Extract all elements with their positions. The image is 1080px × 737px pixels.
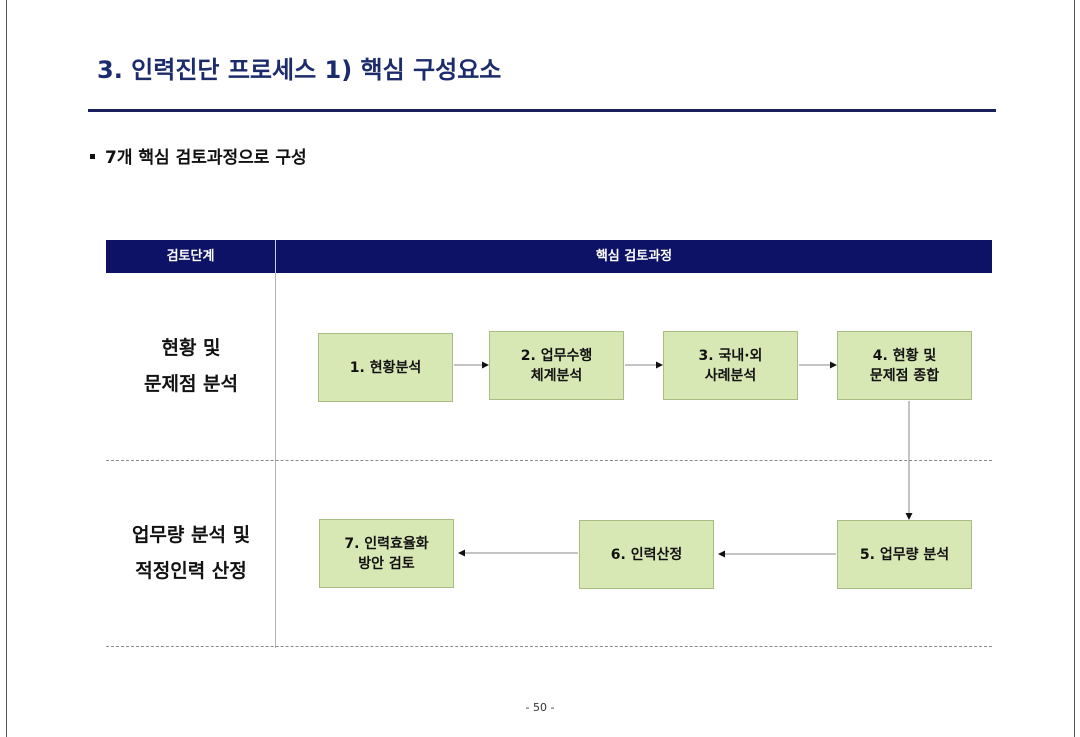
title-underline: [88, 109, 996, 112]
summary-text: 7개 핵심 검토과정으로 구성: [105, 148, 307, 168]
table-header: 검토단계 핵심 검토과정: [106, 240, 992, 273]
arrowhead-4-to-5: [905, 513, 913, 520]
step-7-box: 7. 인력효율화 방안 검토: [319, 519, 454, 588]
stage-label-workload: 업무량 분석 및 적정인력 산정: [106, 517, 276, 589]
arrowhead-5-to-6: [718, 550, 725, 558]
step-5-box: 5. 업무량 분석: [837, 520, 972, 589]
step-1-box: 1. 현황분석: [318, 333, 453, 402]
header-stage: 검토단계: [166, 249, 215, 264]
step-3-box: 3. 국내·외 사례분석: [663, 331, 798, 400]
step-2-box: 2. 업무수행 체계분석: [489, 331, 624, 400]
stage-label-line: 적정인력 산정: [135, 560, 247, 582]
arrowhead-2-to-3: [656, 361, 663, 369]
summary-bullet: 7개 핵심 검토과정으로 구성: [90, 146, 307, 170]
stage-label-analysis: 현황 및 문제점 분석: [106, 330, 276, 402]
stage-label-line: 현황 및: [161, 337, 221, 359]
page-frame-left: [6, 0, 7, 737]
arrowhead-1-to-2: [482, 361, 489, 369]
row-divider-1: [106, 460, 992, 461]
header-divider: [275, 240, 276, 273]
row-divider-2: [106, 646, 992, 647]
step-6-box: 6. 인력산정: [579, 520, 714, 589]
page-number: - 50 -: [525, 701, 555, 714]
arrowhead-6-to-7: [458, 549, 465, 557]
header-process: 핵심 검토과정: [595, 249, 673, 264]
stage-label-line: 문제점 분석: [143, 373, 238, 395]
page-frame-right: [1074, 0, 1075, 737]
page-title: 3. 인력진단 프로세스 1) 핵심 구성요소: [97, 56, 502, 84]
step-4-box: 4. 현황 및 문제점 종합: [837, 331, 972, 400]
arrowhead-3-to-4: [830, 361, 837, 369]
stage-label-line: 업무량 분석 및: [131, 524, 251, 546]
square-bullet-icon: [90, 153, 95, 159]
